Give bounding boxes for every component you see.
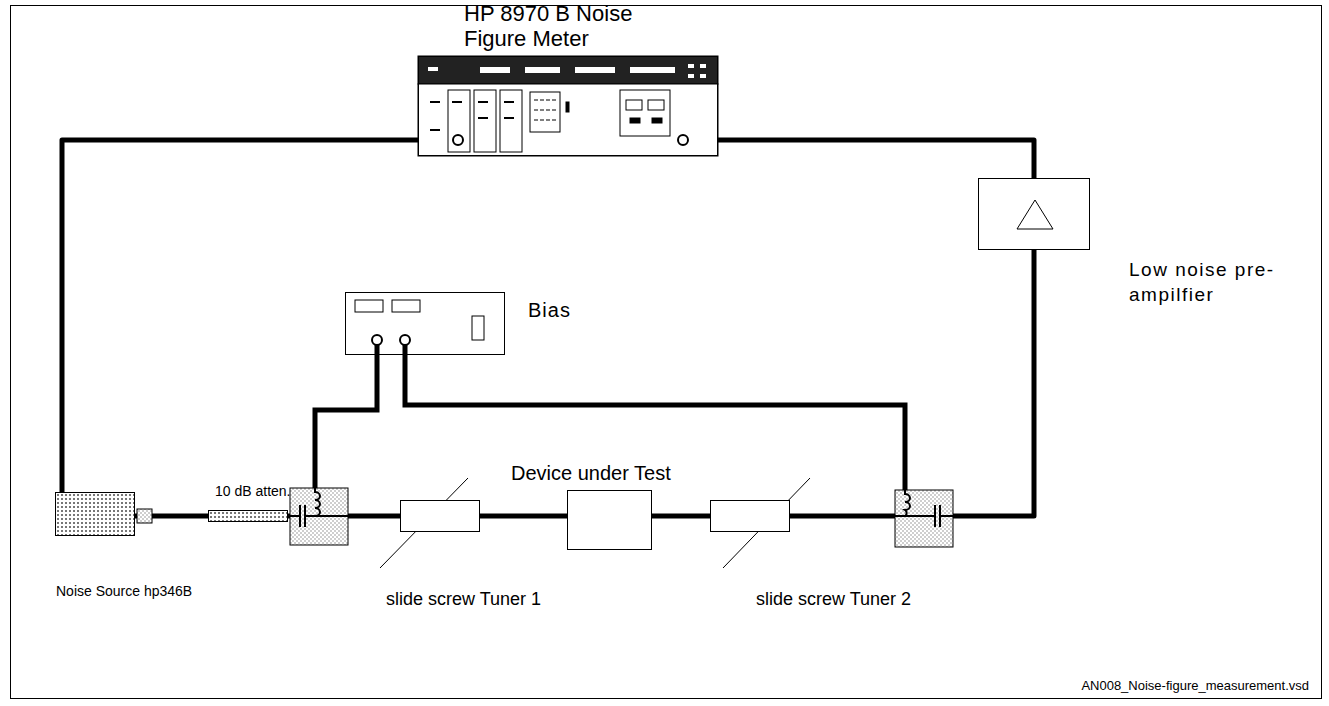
- file-name-note: AN008_Noise-figure_measurement.vsd: [1081, 678, 1309, 693]
- node-label: Low noise pre-ampilfier: [1129, 257, 1304, 307]
- meter-panel: [418, 56, 718, 156]
- noise-source: Noise Source hp346B: [55, 492, 135, 536]
- bias-wire: [315, 345, 377, 490]
- connector: [137, 509, 152, 523]
- node-label: slide screw Tuner 1: [386, 589, 541, 610]
- attenuator: 10 dB atten.: [208, 510, 288, 522]
- slide-screw-tuner: slide screw Tuner 1: [400, 500, 480, 532]
- bias-wire: [405, 345, 905, 490]
- amplifier-symbol: [1017, 200, 1053, 229]
- bias-supply: Bias: [345, 292, 505, 355]
- node-label: Noise Source hp346B: [56, 583, 192, 599]
- coax-cable: [652, 516, 710, 517]
- node-label: Bias: [528, 299, 571, 322]
- device-under-test: Device under Test: [567, 490, 652, 550]
- coax-cable: [790, 250, 1034, 516]
- node-label: Device under Test: [511, 462, 671, 485]
- slide-screw-tuner: slide screw Tuner 2: [710, 500, 790, 532]
- coax-cable: [55, 140, 418, 516]
- noise-figure-meter: HP 8970 B Noise Figure Meter: [418, 56, 718, 156]
- bias-tee: [895, 490, 953, 547]
- bias-panel: [355, 300, 484, 345]
- node-label: slide screw Tuner 2: [756, 589, 911, 610]
- frame: [11, 6, 1322, 699]
- coax-cable: [718, 140, 1034, 178]
- coax-cable: [480, 516, 567, 517]
- bias-tee: [290, 488, 348, 545]
- node-label: 10 dB atten.: [215, 483, 291, 499]
- pre-amplifier-box: Low noise pre-ampilfier: [978, 178, 1090, 250]
- node-label: HP 8970 B Noise Figure Meter: [464, 1, 664, 51]
